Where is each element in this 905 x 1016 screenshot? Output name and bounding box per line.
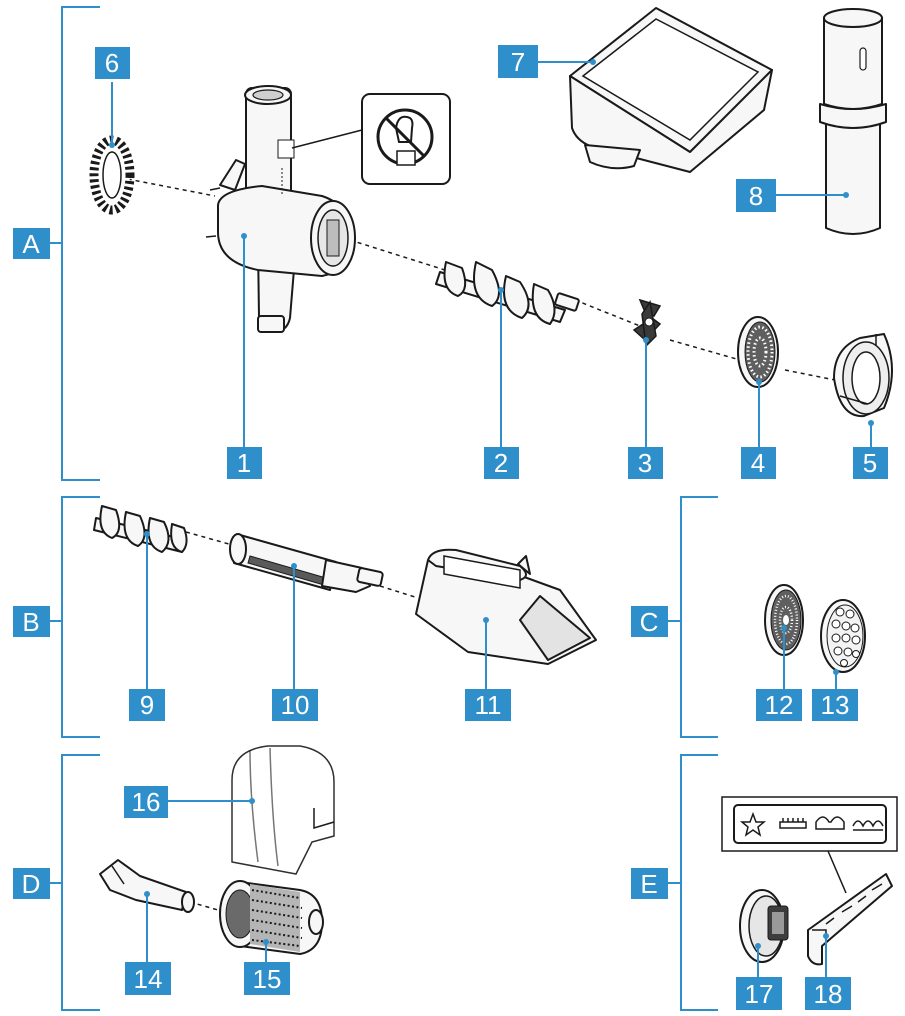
attachment-symbols-callout — [721, 796, 898, 894]
part-number-14: 14 — [134, 964, 163, 994]
part-17-shaping-holder — [739, 889, 789, 963]
part-badge-9: 9 — [129, 689, 165, 721]
part-4-perforated-disc — [737, 316, 779, 388]
group-a-bracket — [50, 6, 100, 481]
part-16-shredder-cover — [231, 745, 335, 875]
part-number-4: 4 — [751, 448, 765, 478]
part-badge-5: 5 — [853, 447, 888, 479]
part-1-housing — [205, 85, 356, 333]
group-c-badge: C — [631, 606, 668, 637]
part-number-5: 5 — [863, 448, 877, 478]
part-number-7: 7 — [511, 47, 525, 77]
part-badge-17: 17 — [736, 977, 782, 1010]
part-10-strainer — [229, 533, 384, 593]
part-badge-14: 14 — [125, 962, 171, 995]
part-number-2: 2 — [494, 448, 508, 478]
group-d-bracket — [50, 754, 100, 1011]
part-number-17: 17 — [745, 979, 774, 1009]
group-e-bracket — [668, 754, 718, 1011]
assembly-axis-a — [111, 175, 846, 383]
group-b-bracket — [50, 496, 100, 738]
round-shape-icon — [815, 816, 845, 830]
part-number-10: 10 — [281, 690, 310, 720]
part-9-juicer-spiral — [93, 505, 188, 553]
part-6-gasket — [89, 135, 135, 215]
group-a-badge: A — [13, 228, 50, 259]
wave-shape-icon — [852, 820, 884, 831]
part-badge-11: 11 — [465, 689, 511, 721]
part-number-11: 11 — [475, 690, 502, 720]
part-number-6: 6 — [105, 48, 119, 78]
group-a-label: A — [22, 229, 40, 259]
part-badge-10: 10 — [272, 689, 318, 721]
part-badge-16: 16 — [124, 786, 168, 818]
part-badge-12: 12 — [756, 689, 802, 721]
part-number-18: 18 — [814, 979, 843, 1009]
group-c-bracket — [668, 496, 718, 738]
part-number-13: 13 — [821, 690, 850, 720]
part-badge-15: 15 — [244, 962, 290, 995]
part-number-9: 9 — [140, 690, 154, 720]
part-badge-8: 8 — [736, 179, 776, 212]
part-13-coarse-disc — [820, 599, 866, 673]
part-3-knife — [632, 298, 662, 348]
part-number-1: 1 — [237, 448, 251, 478]
no-fingers-warning-icon — [291, 93, 451, 185]
part-15-shredder-drum — [219, 880, 324, 955]
part-7-hopper-tray — [569, 7, 773, 173]
part-5-locking-ring — [833, 333, 893, 418]
group-e-badge: E — [631, 868, 668, 899]
group-d-label: D — [22, 869, 41, 899]
part-badge-18: 18 — [805, 977, 851, 1010]
part-2-auger — [435, 261, 580, 325]
group-d-badge: D — [13, 868, 50, 899]
part-badge-7: 7 — [498, 45, 538, 78]
part-badge-3: 3 — [628, 447, 663, 479]
part-12-fine-disc — [764, 584, 804, 656]
part-18-shaping-stencil — [807, 873, 893, 966]
star-shape-icon — [739, 811, 767, 837]
part-8-pusher — [819, 8, 887, 235]
part-number-16: 16 — [132, 787, 161, 817]
part-number-12: 12 — [765, 690, 794, 720]
part-number-15: 15 — [253, 964, 282, 994]
assembly-axis-b — [185, 531, 419, 599]
leader-lines — [109, 59, 874, 977]
part-number-3: 3 — [638, 448, 652, 478]
part-14-drive-shaft — [99, 859, 195, 913]
group-e-label: E — [640, 869, 657, 899]
part-badge-2: 2 — [484, 447, 519, 479]
group-b-label: B — [22, 607, 39, 637]
part-badge-1: 1 — [227, 447, 262, 479]
part-number-8: 8 — [749, 181, 763, 211]
part-badge-13: 13 — [812, 689, 858, 721]
flat-shape-icon — [779, 818, 807, 829]
group-c-label: C — [640, 607, 659, 637]
group-b-badge: B — [13, 606, 50, 637]
part-badge-6: 6 — [95, 47, 130, 79]
part-badge-4: 4 — [741, 447, 776, 479]
part-11-juicer-housing — [415, 548, 597, 665]
